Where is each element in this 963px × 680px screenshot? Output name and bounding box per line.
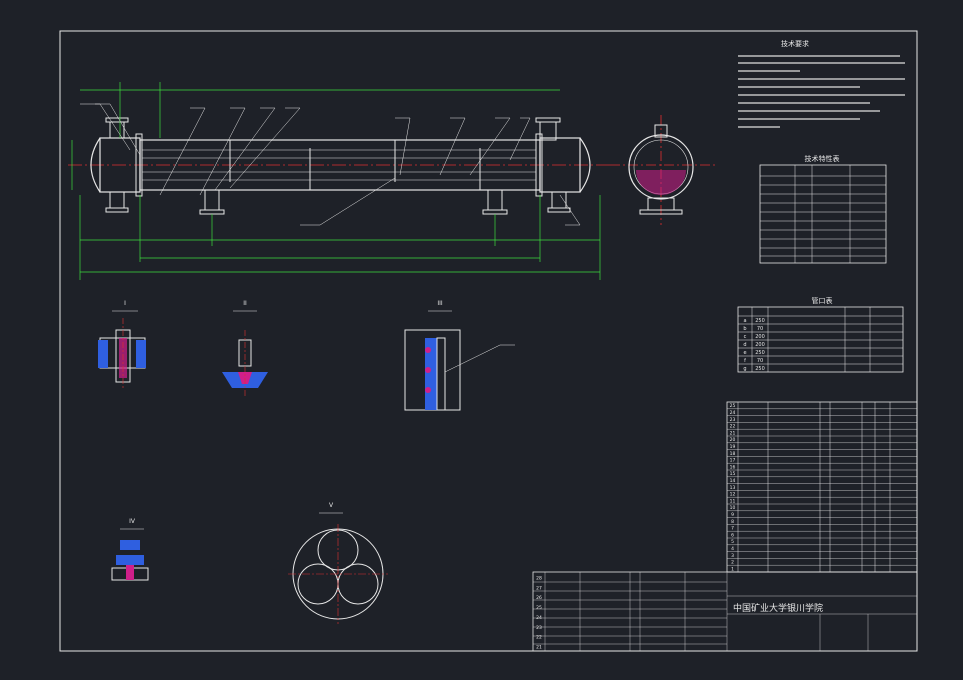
nozzle-mark: d <box>743 342 746 348</box>
lower-bom-row-number: 23 <box>536 625 542 631</box>
nozzle-mark: g <box>743 366 746 372</box>
lower-bom-row-number: 25 <box>536 605 542 611</box>
detail-label: II <box>243 300 247 307</box>
detail-label: III <box>437 300 443 307</box>
lower-bom-row-number: 26 <box>536 595 542 601</box>
bom-row-number: 23 <box>730 417 736 423</box>
bom-row-number: 11 <box>730 498 736 504</box>
main-view <box>68 82 610 280</box>
bom-row-number: 6 <box>731 532 734 538</box>
bom-row-number: 13 <box>730 485 736 491</box>
lower-bom-row-number: 27 <box>536 585 542 591</box>
nozzle-dn: 250 <box>755 366 765 372</box>
bom-row-number: 14 <box>730 478 736 484</box>
detail-I: I <box>98 300 146 388</box>
nozzle-table: 管口表 a 250 b 70 c 200 d 200 e 250 f <box>737 296 904 373</box>
nozzle-mark: f <box>744 358 746 364</box>
detail-III: III <box>404 300 515 411</box>
bom-row-number: 16 <box>730 464 736 470</box>
bom-row-number: 2 <box>731 560 734 566</box>
bom-row-number: 4 <box>731 546 734 552</box>
detail-label: V <box>329 502 334 509</box>
lower-bom-row-number: 28 <box>536 575 542 581</box>
title-block: 28 27 26 25 24 23 22 21 中国矿业大学银川学院 <box>532 571 918 652</box>
tech-requirements: 技术要求 <box>738 39 905 128</box>
detail-label: I <box>124 300 126 307</box>
bom-row-number: 19 <box>730 444 736 450</box>
bom-table: 2524232221201918171615141312111098765432… <box>726 401 918 572</box>
bom-row-number: 9 <box>731 512 734 518</box>
detail-V: V <box>288 502 388 624</box>
bom-row-number: 21 <box>730 430 736 436</box>
tech-requirements-title: 技术要求 <box>781 39 809 48</box>
nozzle-dn: 70 <box>757 326 763 332</box>
nozzle-table-title: 管口表 <box>812 296 833 305</box>
bom-row-number: 15 <box>730 471 736 477</box>
bom-row-number: 20 <box>730 437 736 443</box>
detail-IV: IV <box>111 518 149 581</box>
nozzle-mark: b <box>743 326 746 332</box>
side-view <box>610 115 715 225</box>
bom-row-number: 10 <box>730 505 736 511</box>
bom-row-number: 24 <box>730 410 736 416</box>
bom-row-number: 8 <box>731 519 734 525</box>
bom-row-number: 7 <box>731 526 734 532</box>
nozzle-dn: 200 <box>755 334 765 340</box>
bom-row-number: 3 <box>731 553 734 559</box>
tech-spec-table: 技术特性表 <box>759 154 887 264</box>
nozzle-dn: 250 <box>755 318 765 324</box>
lower-bom-row-number: 22 <box>536 635 542 641</box>
bom-row-number: 5 <box>731 539 734 545</box>
bom-row-number: 25 <box>730 403 736 409</box>
tech-spec-table-title: 技术特性表 <box>805 154 840 163</box>
detail-label: IV <box>129 518 136 525</box>
outer-frame <box>59 30 918 652</box>
nozzle-mark: a <box>743 318 746 324</box>
bom-row-number: 17 <box>730 458 736 464</box>
nozzle-dn: 250 <box>755 350 765 356</box>
nozzle-dn: 200 <box>755 342 765 348</box>
school-name: 中国矿业大学银川学院 <box>733 602 823 614</box>
nozzle-mark: e <box>743 350 746 356</box>
nozzle-dn: 70 <box>757 358 763 364</box>
lower-bom-row-number: 21 <box>536 645 542 651</box>
detail-II: II <box>222 300 268 396</box>
bom-row-number: 18 <box>730 451 736 457</box>
lower-bom-row-number: 24 <box>536 615 542 621</box>
bom-row-number: 1 <box>731 566 734 572</box>
nozzle-mark: c <box>744 334 747 340</box>
bom-row-number: 22 <box>730 424 736 430</box>
bom-row-number: 12 <box>730 492 736 498</box>
